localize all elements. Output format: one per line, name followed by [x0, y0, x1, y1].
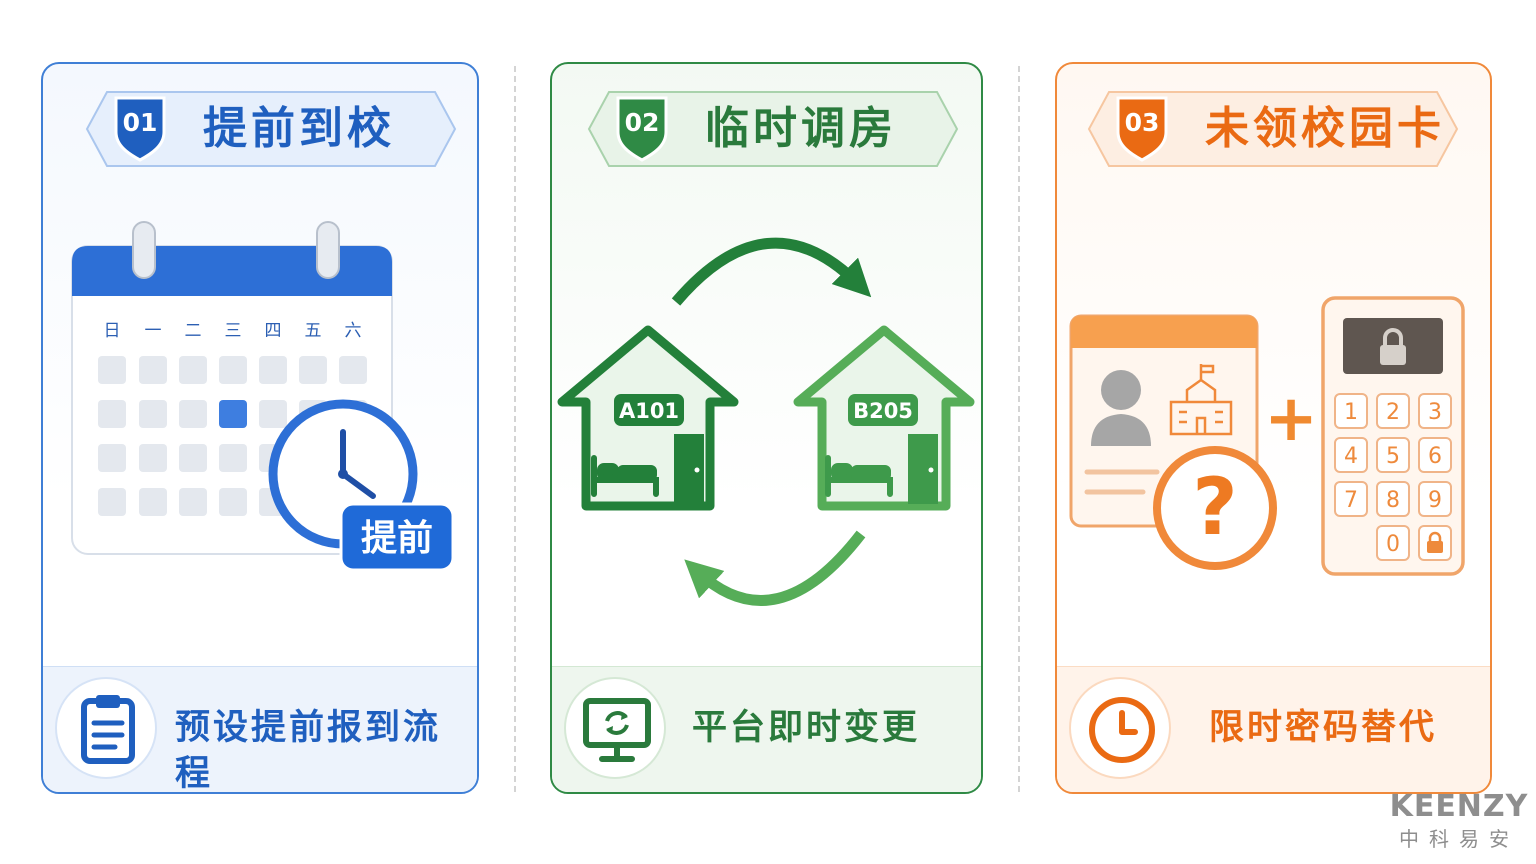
key-lock-icon — [1427, 531, 1443, 553]
footer-label: 平台即时变更 — [692, 708, 921, 748]
footer-icon-circle — [1069, 677, 1171, 779]
panel-footer: 预设提前报到流程 — [43, 666, 477, 792]
arrow-forward — [671, 237, 872, 306]
room-label-from: A101 — [619, 399, 679, 423]
weekday-wed: 三 — [225, 321, 242, 341]
key-1: 1 — [1344, 400, 1358, 425]
key-6: 6 — [1428, 444, 1442, 469]
brand-subtitle: 中科易安 — [1399, 827, 1519, 851]
person-icon — [1091, 370, 1151, 446]
panel-footer: 平台即时变更 — [552, 666, 981, 792]
weekday-sun: 日 — [104, 321, 121, 341]
key-7: 7 — [1344, 488, 1358, 513]
lock-icon — [1380, 328, 1406, 365]
panel-banner: 02 临时调房 — [587, 90, 959, 168]
question-mark: ? — [1192, 463, 1237, 553]
monitor-refresh-icon — [583, 698, 651, 762]
advance-badge-label: 提前 — [361, 518, 433, 559]
panel-number: 01 — [122, 108, 158, 137]
key-3: 3 — [1428, 400, 1442, 425]
bed-icon — [591, 455, 659, 497]
weekday-tue: 二 — [185, 321, 202, 341]
question-badge-icon: ? — [1153, 446, 1277, 570]
house-b205: B205 — [793, 325, 975, 511]
shield-icon — [114, 96, 166, 162]
weekday-mon: 一 — [145, 321, 162, 341]
panel-banner: 01 提前到校 — [85, 90, 457, 168]
brand-logo: KEENZY 中科易安 — [1386, 790, 1532, 854]
panel-title: 临时调房 — [705, 103, 897, 154]
footer-label: 预设提前报到流程 — [175, 708, 442, 794]
divider-left — [514, 66, 516, 792]
card-keypad-illustration: ? + 1 2 3 4 5 6 7 8 9 0 — [1069, 296, 1465, 576]
panel-banner: 03 未领校园卡 — [1087, 90, 1459, 168]
panel-title: 提前到校 — [203, 103, 395, 154]
weekday-sat: 六 — [345, 321, 362, 341]
calendar-illustration: 日 一 二 三 四 五 六 提前 — [71, 221, 455, 572]
key-0: 0 — [1386, 532, 1400, 557]
panel-early-arrival: 01 提前到校 日 一 二 三 四 五 六 提前 — [41, 62, 479, 794]
weekday-thu: 四 — [265, 321, 282, 341]
plus-icon: + — [1264, 382, 1318, 456]
key-8: 8 — [1386, 488, 1400, 513]
panel-number: 03 — [1124, 108, 1160, 137]
panel-title: 未领校园卡 — [1205, 103, 1445, 154]
school-building-icon — [1169, 364, 1233, 436]
footer-icon-circle — [564, 677, 666, 779]
room-label-to: B205 — [853, 399, 913, 423]
room-swap-illustration: A101 B205 — [557, 237, 975, 606]
panel-number: 02 — [624, 108, 660, 137]
shield-icon — [1116, 96, 1168, 162]
key-5: 5 — [1386, 444, 1400, 469]
panel-room-change: 02 临时调房 A101 B205 — [550, 62, 983, 794]
house-a101: A101 — [557, 325, 739, 511]
clock-icon — [1089, 697, 1155, 763]
brand-name: KEENZY — [1389, 789, 1529, 824]
bed-icon — [825, 455, 893, 497]
footer-label: 限时密码替代 — [1209, 708, 1438, 748]
weekday-row: 日 一 二 三 四 五 六 — [104, 321, 362, 341]
highlighted-day — [219, 400, 247, 428]
panel-no-campus-card: 03 未领校园卡 ? + — [1055, 62, 1492, 794]
clipboard-icon — [81, 695, 135, 764]
divider-right — [1018, 66, 1020, 792]
arrow-back — [684, 530, 866, 606]
weekday-fri: 五 — [305, 321, 322, 341]
footer-icon-circle — [55, 677, 157, 779]
key-2: 2 — [1386, 400, 1400, 425]
panel-footer: 限时密码替代 — [1057, 666, 1490, 792]
key-4: 4 — [1344, 444, 1358, 469]
advance-badge — [339, 502, 455, 572]
key-9: 9 — [1428, 488, 1442, 513]
shield-icon — [616, 96, 668, 162]
keypad-keys — [1334, 393, 1452, 561]
